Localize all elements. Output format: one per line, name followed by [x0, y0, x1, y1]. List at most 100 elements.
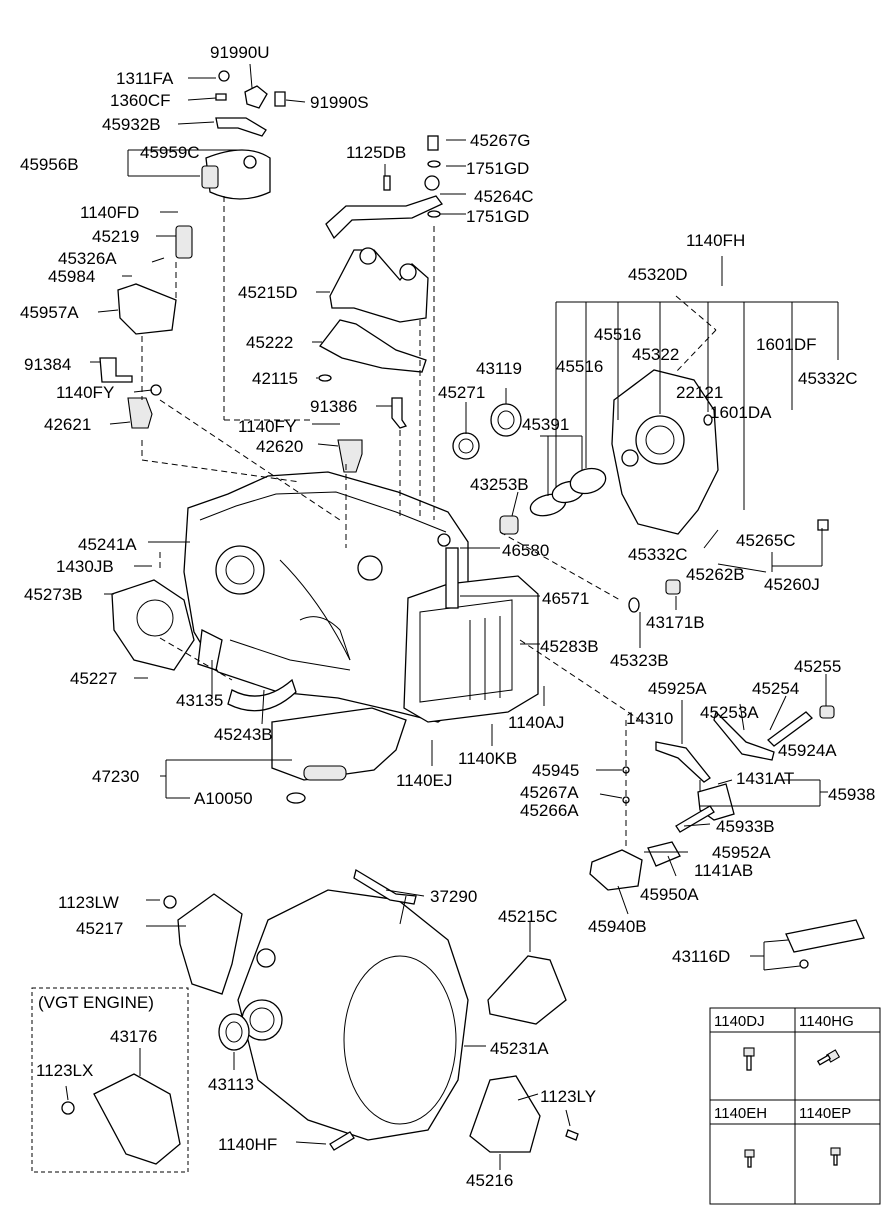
label-45932b: 45932B	[102, 115, 161, 134]
label-45266a: 45266A	[520, 801, 579, 820]
label-1140fd: 1140FD	[80, 203, 139, 222]
label-45271: 45271	[438, 383, 485, 402]
label-45940b: 45940B	[588, 917, 647, 936]
label-45322: 45322	[632, 345, 679, 364]
label-45959c: 45959C	[140, 143, 200, 162]
label-43119: 43119	[476, 359, 522, 378]
transaxle-case	[183, 471, 469, 723]
label-43176: 43176	[110, 1027, 157, 1046]
label-45265c: 45265C	[736, 531, 796, 550]
label-91386: 91386	[310, 397, 357, 416]
bolt-table: 1140DJ 1140HG 1140EH 1140EP	[709, 1007, 881, 1205]
label-1751gd-upper: 1751GD	[466, 159, 529, 178]
label-45243b: 45243B	[214, 725, 273, 744]
label-43113: 43113	[208, 1075, 254, 1094]
label-43135: 43135	[176, 691, 223, 710]
label-14310: 14310	[626, 709, 673, 728]
label-45262b: 45262B	[686, 565, 745, 584]
label-45933b: 45933B	[716, 817, 775, 836]
label-1140fy-mid: 1140FY	[238, 417, 296, 436]
label-45215d: 45215D	[238, 283, 298, 302]
label-1431at: 1431AT	[736, 769, 794, 788]
shift-cable-bracket	[325, 135, 444, 240]
bolt-table-header-2: 1140HG	[799, 1013, 854, 1030]
label-1141ab: 1141AB	[694, 861, 753, 880]
label-1123lx: 1123LX	[36, 1061, 93, 1080]
label-43171b: 43171B	[646, 613, 705, 632]
label-22121: 22121	[676, 383, 723, 402]
label-1430jb: 1430JB	[56, 557, 114, 576]
mount-bracket-45215c	[487, 955, 567, 1025]
label-45267g: 45267G	[470, 131, 531, 150]
label-43116d: 43116D	[672, 947, 730, 966]
label-45332c-lower: 45332C	[628, 545, 688, 564]
label-45264c: 45264C	[474, 187, 534, 206]
label-45516-lower: 45516	[556, 357, 603, 376]
shift-linkage	[589, 705, 835, 891]
plate-45273b	[111, 579, 195, 671]
label-45273b: 45273B	[24, 585, 83, 604]
bellhousing	[237, 889, 469, 1141]
mount-bracket-45217	[177, 893, 243, 995]
oil-strainer	[271, 707, 407, 781]
label-45516-upper: 45516	[594, 325, 641, 344]
label-45253a: 45253A	[700, 703, 759, 722]
label-1140hf: 1140HF	[218, 1135, 277, 1154]
label-45950a: 45950A	[640, 885, 699, 904]
label-45254: 45254	[752, 679, 799, 698]
label-37290: 37290	[430, 887, 477, 906]
vgt-engine-box	[31, 987, 189, 1173]
label-1140fh: 1140FH	[686, 231, 745, 250]
label-1311fa: 1311FA	[116, 69, 174, 88]
label-45326a: 45326A	[58, 249, 117, 268]
label-42621: 42621	[44, 415, 91, 434]
label-45217: 45217	[76, 919, 123, 938]
label-45320d: 45320D	[628, 265, 688, 284]
rear-cover-housing	[611, 369, 719, 535]
label-45924a: 45924A	[778, 741, 837, 760]
bracket-45222	[319, 319, 427, 373]
bolt-1140dj-icon	[743, 1047, 755, 1071]
label-45216: 45216	[466, 1171, 513, 1190]
label-1601da: 1601DA	[710, 403, 772, 422]
label-45222: 45222	[246, 333, 293, 352]
label-1140fy-left: 1140FY	[56, 383, 114, 402]
label-1123ly: 1123LY	[540, 1087, 596, 1106]
sealant-tube	[785, 919, 865, 953]
bolt-table-header-3: 1140EH	[714, 1105, 767, 1122]
label-45945: 45945	[532, 761, 579, 780]
label-45231a: 45231A	[490, 1039, 549, 1058]
valve-body-cover	[403, 533, 539, 723]
label-45952a: 45952A	[712, 843, 771, 862]
leader-lines	[65, 63, 839, 1170]
label-1140kb: 1140KB	[458, 749, 517, 768]
vgt-engine-label: (VGT ENGINE)	[38, 993, 154, 1012]
center-lines	[141, 196, 717, 850]
bolt-1140ep-icon	[830, 1147, 841, 1166]
part-labels: 91990U 1311FA 1360CF 91990S 45932B 45959…	[20, 43, 875, 1190]
label-45241a: 45241A	[78, 535, 137, 554]
bolt-table-header-4: 1140EP	[799, 1105, 851, 1122]
label-45215c: 45215C	[498, 907, 558, 926]
label-45332c-upper: 45332C	[798, 369, 858, 388]
bolt-table-header-1: 1140DJ	[714, 1013, 765, 1030]
label-45219: 45219	[92, 227, 139, 246]
label-1601df: 1601DF	[756, 335, 816, 354]
label-91384: 91384	[24, 355, 71, 374]
label-45227: 45227	[70, 669, 117, 688]
shift-bracket-cluster	[201, 70, 286, 200]
label-45267a: 45267A	[520, 783, 579, 802]
label-45323b: 45323B	[610, 651, 669, 670]
bolt-1140eh-icon	[744, 1149, 755, 1168]
label-45391: 45391	[522, 415, 569, 434]
label-1140aj: 1140AJ	[508, 713, 564, 732]
label-1123lw: 1123LW	[58, 893, 119, 912]
label-45984: 45984	[48, 267, 95, 286]
label-46571: 46571	[542, 589, 589, 608]
label-a10050: A10050	[194, 789, 253, 808]
label-1125db: 1125DB	[346, 143, 406, 162]
label-91990s: 91990S	[310, 93, 369, 112]
label-42115: 42115	[252, 369, 298, 388]
label-1751gd-lower: 1751GD	[466, 207, 529, 226]
